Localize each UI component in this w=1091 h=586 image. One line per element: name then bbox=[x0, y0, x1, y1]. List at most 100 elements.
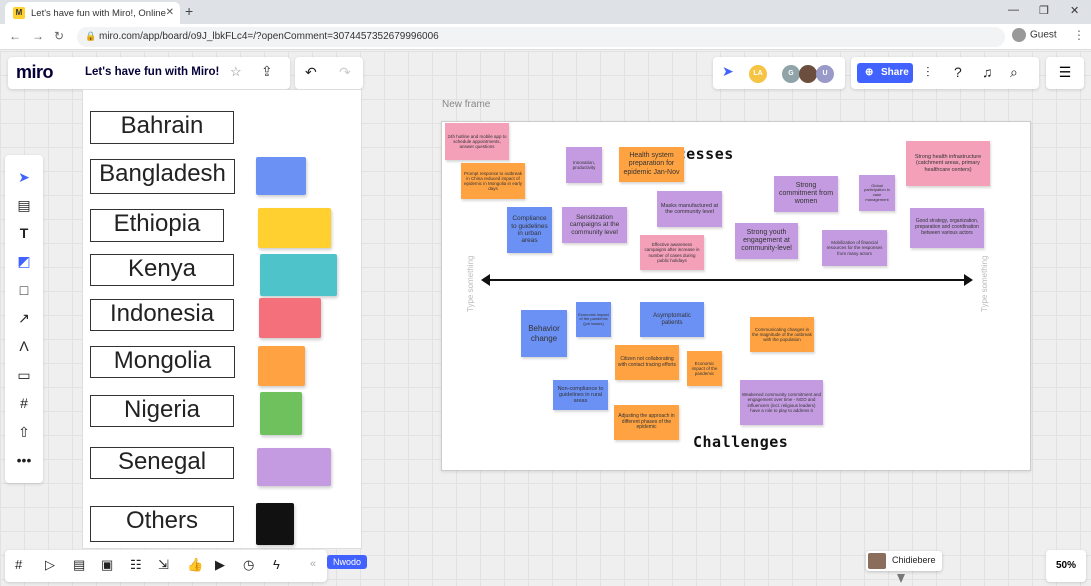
legend-swatch[interactable] bbox=[256, 157, 306, 195]
legend-swatch[interactable] bbox=[258, 346, 305, 386]
forward-icon[interactable]: → bbox=[32, 29, 44, 43]
country-label[interactable]: Nigeria bbox=[90, 395, 234, 427]
maximize-icon[interactable]: ❐ bbox=[1039, 5, 1049, 17]
sticky-note-icon[interactable]: ◩ bbox=[17, 253, 31, 269]
bell-icon[interactable]: ♫ bbox=[982, 64, 993, 80]
legend-swatch[interactable] bbox=[260, 254, 337, 296]
left-axis-label[interactable]: Type something bbox=[466, 255, 475, 312]
close-tab-icon[interactable]: ✕ bbox=[165, 7, 174, 18]
sticky-note[interactable]: Strong youth engagement at community-lev… bbox=[735, 223, 798, 259]
country-label[interactable]: Mongolia bbox=[90, 346, 235, 378]
avatar bbox=[868, 553, 886, 569]
sticky-note[interactable]: Strong health infrastructure (catchment … bbox=[906, 141, 990, 186]
export-board-icon[interactable]: ⇲ bbox=[158, 557, 169, 572]
help-icon[interactable]: ? bbox=[954, 64, 962, 80]
more-icon[interactable]: ••• bbox=[16, 452, 32, 468]
shape-icon[interactable]: □ bbox=[19, 282, 29, 298]
pen-icon[interactable]: Λ bbox=[19, 338, 29, 354]
country-label[interactable]: Bangladesh bbox=[90, 159, 235, 194]
country-label[interactable]: Ethiopia bbox=[90, 209, 224, 242]
sticky-note[interactable]: Economic impact of the pandemic (job los… bbox=[576, 302, 611, 337]
country-label[interactable]: Indonesia bbox=[90, 299, 234, 331]
sticky-note[interactable]: Non-compliance to guidelines in rural ar… bbox=[553, 380, 608, 410]
templates-icon[interactable]: ▤ bbox=[17, 197, 31, 213]
comments-icon[interactable]: ▤ bbox=[73, 557, 86, 572]
search-icon[interactable]: ⌕ bbox=[1010, 64, 1018, 80]
select-icon[interactable]: ➤ bbox=[18, 169, 30, 185]
sticky-note[interactable]: Economic impact of the pandemic bbox=[687, 351, 722, 386]
avatar[interactable]: LA bbox=[749, 65, 767, 83]
collapse-icon[interactable]: « bbox=[310, 558, 317, 570]
board-title[interactable]: Let's have fun with Miro! bbox=[85, 66, 220, 78]
avatar[interactable] bbox=[799, 65, 817, 83]
settings-sliders-icon[interactable]: ⫶ bbox=[926, 64, 930, 80]
country-label[interactable]: Senegal bbox=[90, 447, 234, 479]
sticky-note[interactable]: Compliance to guidelines in urban areas bbox=[507, 207, 552, 253]
connector-icon[interactable]: ↗ bbox=[18, 310, 30, 326]
back-icon[interactable]: ← bbox=[9, 29, 21, 43]
sticky-note[interactable]: Adjusting the approach in different phas… bbox=[614, 405, 679, 440]
sticky-note[interactable]: 24h hotline and mobile app to schedule a… bbox=[445, 123, 509, 160]
frames-icon[interactable]: # bbox=[15, 557, 23, 572]
sticky-note[interactable]: Sensitization campaigns at the community… bbox=[562, 207, 627, 243]
redo-icon[interactable]: ↷ bbox=[339, 64, 351, 80]
legend-swatch[interactable] bbox=[257, 448, 331, 486]
comment-icon[interactable]: ▭ bbox=[17, 367, 31, 383]
country-label[interactable]: Bahrain bbox=[90, 111, 234, 144]
legend-swatch[interactable] bbox=[260, 392, 302, 435]
timer-icon[interactable]: ◷ bbox=[243, 557, 255, 572]
panel-icon[interactable]: ☰ bbox=[1046, 57, 1084, 89]
upload-icon[interactable]: ⇧ bbox=[18, 424, 30, 440]
text-icon[interactable]: T bbox=[19, 225, 29, 241]
export-icon[interactable]: ⇪ bbox=[261, 63, 273, 79]
undo-icon[interactable]: ↶ bbox=[305, 64, 317, 80]
legend-swatch[interactable] bbox=[256, 503, 294, 545]
sticky-note[interactable]: Global participation in case management bbox=[859, 175, 895, 211]
bottom-toolbar: # ▷ ▤ ▣ ☷ ⇲ 👍 ▶ ◷ ϟ « bbox=[5, 550, 327, 582]
legend-swatch[interactable] bbox=[258, 208, 331, 248]
legend-swatch[interactable] bbox=[259, 298, 321, 338]
sticky-note[interactable]: Innovation, productivity bbox=[566, 147, 602, 183]
sticky-note[interactable]: Mobilization of financial resources for … bbox=[822, 230, 887, 266]
country-label[interactable]: Others bbox=[90, 506, 234, 542]
challenges-heading[interactable]: Challenges bbox=[693, 433, 789, 451]
country-label[interactable]: Kenya bbox=[90, 254, 234, 286]
sticky-note[interactable]: Health system preparation for epidemic J… bbox=[619, 147, 684, 182]
sticky-note[interactable]: Effective awareness campaigns after incr… bbox=[640, 235, 704, 270]
country-legend[interactable]: Bahrain Bangladesh Ethiopia Kenya Indone… bbox=[82, 89, 362, 549]
sticky-note[interactable]: Behavior change bbox=[521, 310, 567, 357]
avatar[interactable]: U bbox=[816, 65, 834, 83]
reload-icon[interactable]: ↻ bbox=[54, 29, 65, 43]
screen-share-icon[interactable]: ▣ bbox=[101, 557, 114, 572]
sticky-note[interactable]: Citizen not collaborating with contact t… bbox=[615, 345, 679, 380]
presentation-icon[interactable]: ▷ bbox=[45, 557, 55, 572]
sticky-note[interactable]: Masks manufactured at the community leve… bbox=[657, 191, 722, 227]
miro-logo[interactable]: miro bbox=[16, 62, 54, 82]
sticky-note[interactable]: Strong commitment from women bbox=[774, 176, 838, 212]
frame-icon[interactable]: # bbox=[20, 395, 28, 411]
star-icon[interactable]: ☆ bbox=[230, 64, 242, 79]
profile-button[interactable]: Guest bbox=[1012, 28, 1057, 42]
axis-line[interactable] bbox=[484, 279, 970, 281]
cards-icon[interactable]: ☷ bbox=[130, 557, 142, 572]
sticky-note[interactable]: Asymptomatic patients bbox=[640, 302, 704, 337]
avatar[interactable]: G bbox=[782, 65, 800, 83]
minimize-icon[interactable]: — bbox=[1008, 4, 1019, 16]
address-bar[interactable]: 🔒 miro.com/app/board/o9J_lbkFLc4=/?openC… bbox=[77, 27, 1005, 47]
share-button[interactable]: ⊕ Share bbox=[857, 63, 913, 83]
reaction-icon[interactable]: 👍 bbox=[187, 557, 204, 572]
browser-menu-icon[interactable]: ⋮ bbox=[1073, 28, 1085, 42]
close-window-icon[interactable]: ✕ bbox=[1070, 5, 1080, 17]
sticky-note[interactable]: Prompt response to outbreak in China red… bbox=[461, 163, 525, 199]
sticky-note[interactable]: Weakened community commitment and engage… bbox=[740, 380, 823, 425]
video-icon[interactable]: ▶ bbox=[215, 557, 225, 572]
lightning-icon[interactable]: ϟ bbox=[273, 557, 280, 572]
right-axis-label[interactable]: Type something bbox=[980, 255, 989, 312]
new-tab-button[interactable]: + bbox=[185, 3, 194, 19]
zoom-level[interactable]: 50% bbox=[1046, 550, 1086, 582]
cursor-follow-icon[interactable]: ➤ bbox=[722, 63, 734, 79]
sticky-note[interactable]: Communicating changes in the magnitude o… bbox=[750, 317, 814, 352]
frame-label[interactable]: New frame bbox=[442, 99, 491, 110]
browser-tab[interactable]: M Let's have fun with Miro!, Online ✕ bbox=[5, 2, 180, 24]
sticky-note[interactable]: Good strategy, organization, preparation… bbox=[910, 208, 984, 248]
